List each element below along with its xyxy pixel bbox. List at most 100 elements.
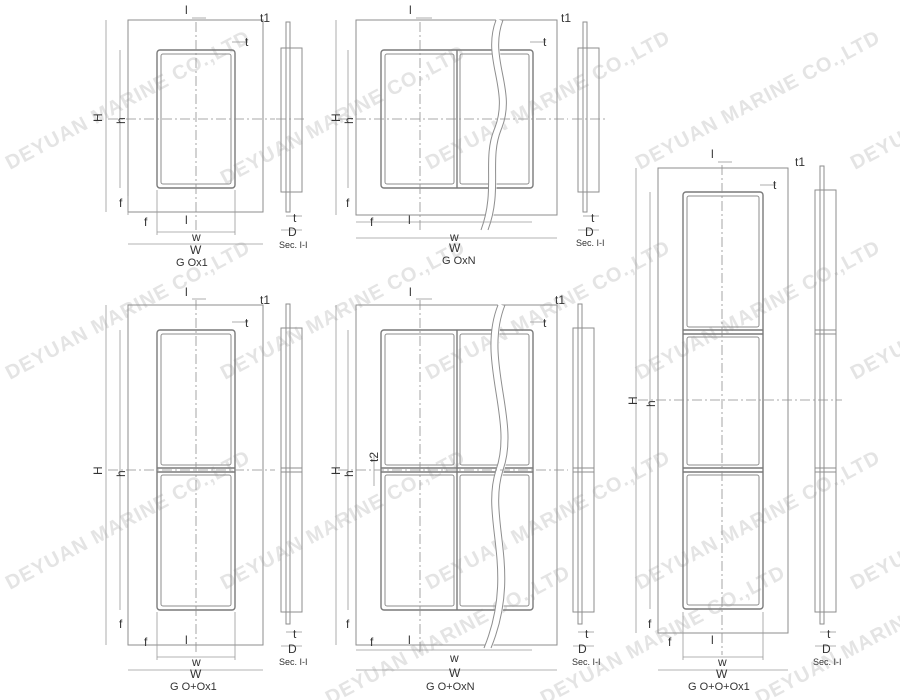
label-H: H — [626, 396, 640, 405]
label-w: w — [449, 230, 459, 244]
label-t: t — [591, 211, 595, 225]
watermark-layer: DEYUAN MARINE CO.,LTD DEYUAN MARINE CO.,… — [2, 26, 900, 700]
section-body — [572, 327, 595, 613]
label-W: W — [190, 667, 202, 681]
label-f: f — [346, 196, 350, 210]
break-gap — [484, 303, 509, 650]
outer-frame — [355, 19, 558, 216]
panel-goox1: l t H h f f l w W G O+Ox1 t1 t D Sec. I-… — [91, 285, 308, 693]
break-gap — [481, 18, 508, 232]
pane — [686, 336, 760, 466]
label-D: D — [578, 642, 587, 656]
label-l: l — [185, 633, 188, 647]
outer-frame — [127, 304, 264, 646]
pane — [384, 333, 455, 466]
window-outer — [682, 191, 764, 610]
break-line — [487, 19, 507, 231]
label-l: l — [185, 213, 188, 227]
caption-gooxn: G O+OxN — [426, 681, 475, 693]
label-f: f — [144, 215, 148, 229]
label-l: l — [185, 3, 188, 17]
section-body — [280, 327, 303, 613]
label-l: l — [711, 147, 714, 161]
label-t1: t1 — [260, 11, 270, 25]
section-plate — [819, 165, 825, 625]
label-section: Sec. I-I — [576, 238, 605, 248]
label-w: w — [191, 655, 201, 669]
caption-gooox1: G O+O+Ox1 — [688, 681, 750, 693]
label-h: h — [114, 470, 128, 477]
label-f: f — [370, 635, 374, 649]
section-plate — [577, 303, 583, 625]
label-t1: t1 — [555, 293, 565, 307]
label-t: t — [245, 35, 249, 49]
label-t: t — [543, 316, 547, 330]
label-l: l — [408, 213, 411, 227]
label-t: t — [245, 316, 249, 330]
label-w: w — [717, 655, 727, 669]
label-t: t — [293, 211, 297, 225]
label-f: f — [668, 635, 672, 649]
section-body — [280, 47, 303, 193]
label-h: h — [644, 400, 658, 407]
label-l: l — [409, 3, 412, 17]
panel-gooox1: l t H h f f l w W G O+O+Ox1 t1 t D Sec. … — [626, 147, 842, 693]
outer-frame — [657, 167, 789, 634]
label-f: f — [370, 215, 374, 229]
break-line — [480, 19, 500, 231]
label-h: h — [342, 117, 356, 124]
label-W: W — [190, 243, 202, 257]
label-W: W — [449, 666, 461, 680]
label-D: D — [288, 225, 297, 239]
label-section: Sec. I-I — [279, 240, 308, 250]
label-l: l — [409, 285, 412, 299]
label-f: f — [346, 617, 350, 631]
panel-gooxn: l t H h t2 f f l w W G O+OxN t1 t D Sec.… — [329, 285, 601, 693]
label-D: D — [288, 642, 297, 656]
section-body — [577, 47, 600, 193]
watermark-text: DEYUAN MARINE CO.,LTD — [632, 26, 884, 174]
label-w: w — [449, 651, 459, 665]
label-f: f — [119, 617, 123, 631]
label-t: t — [827, 627, 831, 641]
label-t: t — [543, 35, 547, 49]
caption-gox1: G Ox1 — [176, 257, 208, 269]
section-plate — [582, 21, 588, 213]
pane — [384, 474, 455, 607]
label-f: f — [144, 635, 148, 649]
label-W: W — [449, 241, 461, 255]
label-t1: t1 — [795, 155, 805, 169]
caption-goox1: G O+Ox1 — [170, 681, 217, 693]
outer-frame — [127, 19, 264, 213]
label-l: l — [185, 285, 188, 299]
outer-frame — [355, 304, 558, 646]
label-H: H — [329, 113, 343, 122]
label-W: W — [716, 667, 728, 681]
caption-goxn: G OxN — [442, 255, 476, 267]
pane — [686, 195, 760, 328]
label-H: H — [329, 466, 343, 475]
label-w: w — [191, 230, 201, 244]
panel-goxn: l t H h f f l w W G OxN t1 t D Sec. I-I — [329, 3, 606, 267]
label-l: l — [711, 633, 714, 647]
section-body — [814, 189, 837, 613]
label-t: t — [293, 627, 297, 641]
label-t1: t1 — [561, 11, 571, 25]
label-section: Sec. I-I — [572, 657, 601, 667]
section-plate — [285, 303, 291, 625]
label-section: Sec. I-I — [279, 657, 308, 667]
label-f: f — [648, 617, 652, 631]
panel-gox1: l t H h f f l w W G Ox1 t1 t D Sec. I-I — [91, 3, 308, 269]
label-D: D — [822, 642, 831, 656]
label-t1: t1 — [260, 293, 270, 307]
watermark-text: DEYUAN MARINE CO.,LTD — [632, 236, 884, 384]
label-t2: t2 — [367, 452, 381, 462]
label-D: D — [585, 225, 594, 239]
label-section: Sec. I-I — [813, 657, 842, 667]
label-t: t — [773, 178, 777, 192]
label-t: t — [585, 627, 589, 641]
label-h: h — [114, 117, 128, 124]
label-h: h — [342, 470, 356, 477]
